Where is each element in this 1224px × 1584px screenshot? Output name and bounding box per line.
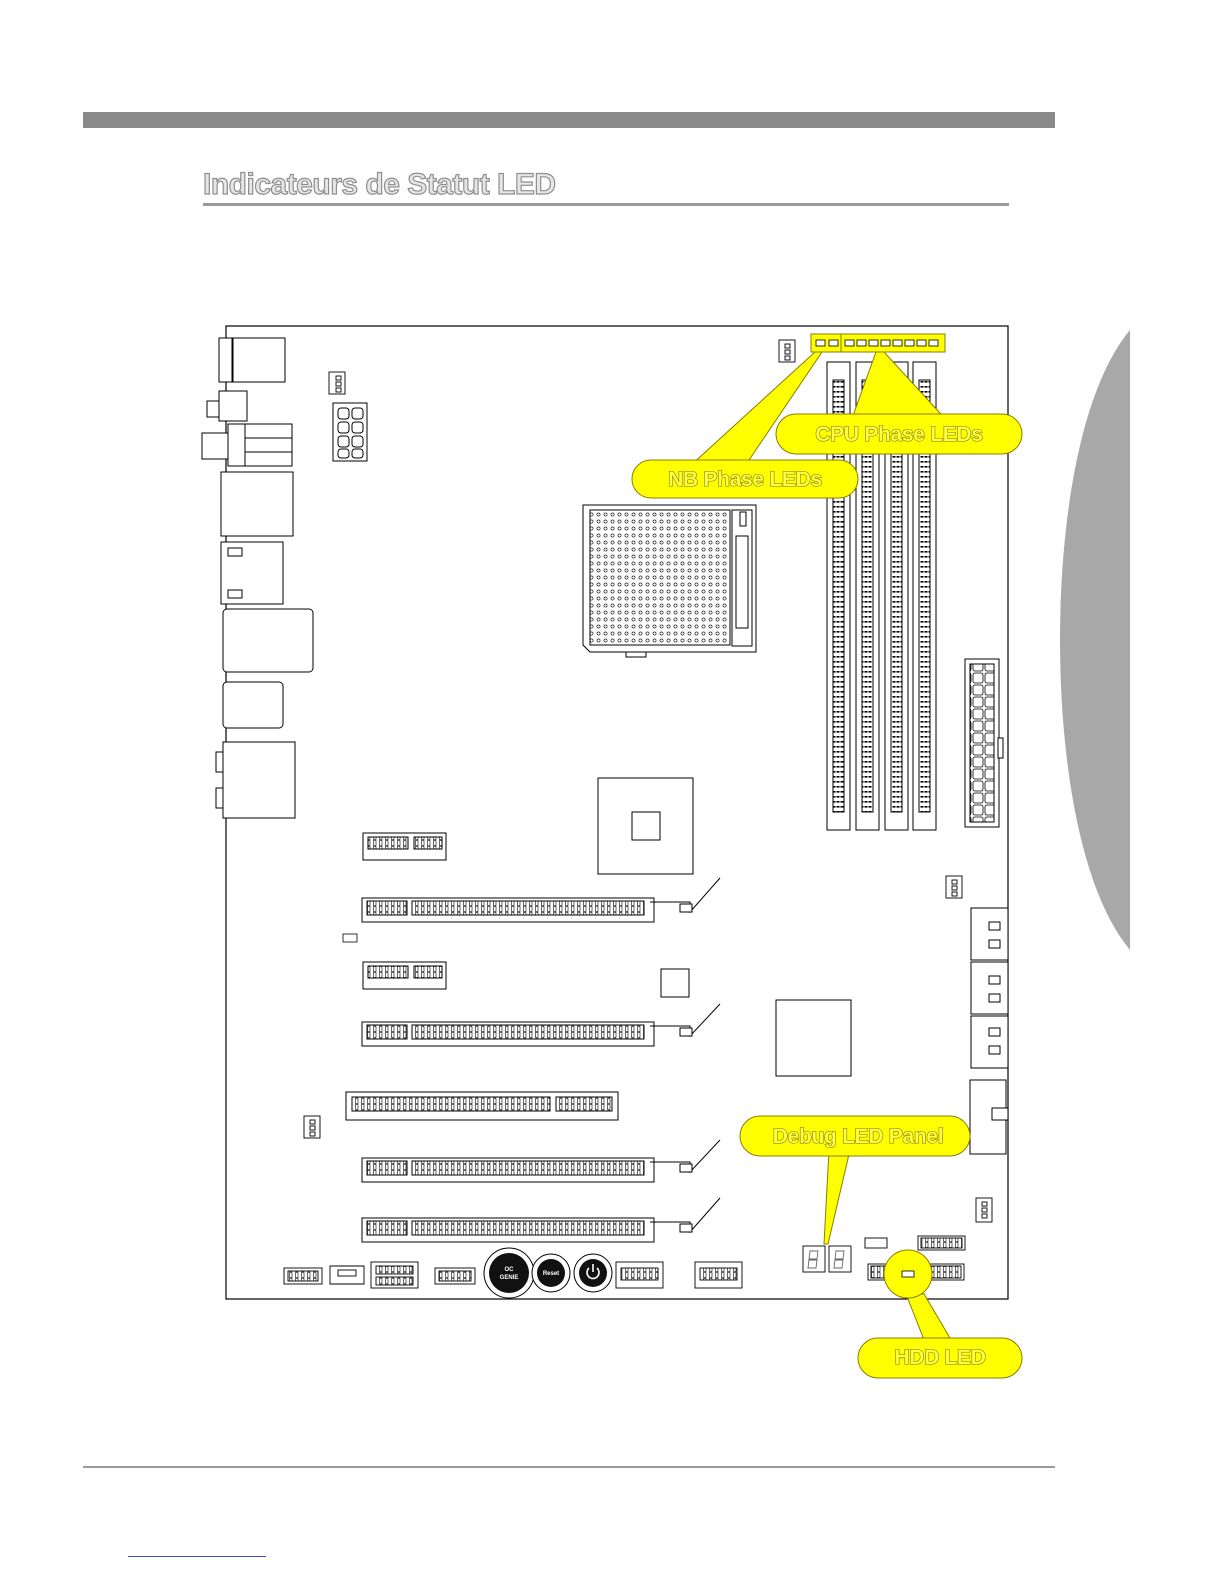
callout-cpu-phase-label: CPU Phase LEDs	[815, 423, 982, 446]
oc-genie-label-2: GENIE	[500, 1275, 519, 1281]
callout-nb-phase-label: NB Phase LEDs	[668, 468, 822, 491]
callout-hdd-label: HDD LED	[894, 1346, 985, 1369]
callout-hdd: HDD LED	[858, 1338, 1022, 1378]
footer-underline-link[interactable]	[128, 1556, 266, 1557]
callout-nb-phase: NB Phase LEDs	[632, 460, 858, 498]
reset-label: Reset	[543, 1271, 559, 1277]
cpu-socket	[583, 505, 756, 657]
callout-debug-panel: Debug LED Panel	[740, 1116, 970, 1156]
jumper	[343, 934, 357, 942]
sata-ports	[970, 908, 1008, 1154]
footer-rule	[83, 1466, 1055, 1468]
atx-power-connector	[965, 659, 1003, 827]
callout-cpu-phase: CPU Phase LEDs	[776, 414, 1022, 454]
oc-genie-label-1: OC	[505, 1267, 515, 1273]
pci-slot	[346, 1092, 618, 1120]
callout-debug-panel-label: Debug LED Panel	[773, 1125, 944, 1148]
cpu-power-connector	[333, 403, 367, 461]
phase-led-strip	[811, 334, 945, 352]
